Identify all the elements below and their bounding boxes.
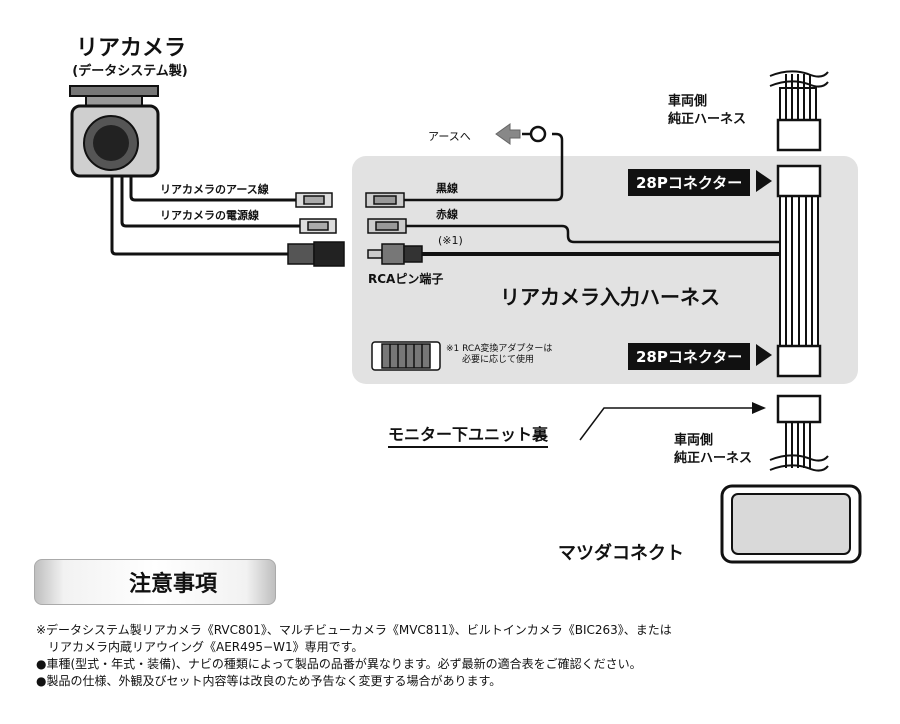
vehicle-side-bottom: 車両側	[674, 433, 714, 448]
genuine-harness-top: 純正ハーネス	[668, 112, 747, 127]
ground-terminal-icon	[522, 125, 547, 143]
connector-28p-bottom-label: 28Pコネクター	[628, 343, 751, 370]
monitor-pointer	[579, 407, 754, 441]
rear-camera-icon	[69, 85, 160, 178]
caution-notes: ※データシステム製リアカメラ《RVC801》、マルチビューカメラ《MVC811》…	[36, 622, 672, 690]
connector-pointer-top-icon	[756, 170, 772, 192]
camera-rca-female-connector	[287, 241, 345, 267]
connector-28p-bottom-icon	[776, 344, 822, 378]
harness-title: リアカメラ入力ハーネス	[500, 285, 720, 309]
camera-cables	[110, 176, 300, 256]
monitor-unit-label: モニター下ユニット裏	[388, 421, 549, 448]
camera-ground-wire-label: リアカメラのアース線	[160, 183, 269, 196]
rca-adapter-icon	[371, 341, 441, 371]
red-wire-label: 赤線	[436, 208, 458, 221]
caution-title: 注意事項	[128, 572, 217, 597]
connector-28p-top-label: 28Pコネクター	[628, 169, 751, 196]
camera-title: リアカメラ	[75, 36, 186, 61]
camera-ground-connector	[295, 192, 333, 208]
genuine-harness-bottom: 純正ハーネス	[674, 451, 753, 466]
harness-bundle	[779, 195, 819, 347]
connector-28p-top-icon	[776, 164, 822, 198]
adapter-note-line-1: ※1 RCA変換アダプターは	[446, 344, 553, 354]
camera-subtitle: (データシステム製)	[72, 64, 188, 79]
rca-pin-terminal-icon	[367, 243, 423, 265]
mazda-connect-label: マツダコネクト	[558, 543, 684, 564]
arrow-left-icon	[495, 123, 521, 145]
red-wire-connector	[367, 218, 407, 234]
camera-power-wire-label: リアカメラの電源線	[160, 209, 259, 222]
mazda-connect-unit-icon	[720, 484, 862, 564]
harness-wires	[404, 132, 780, 256]
caution-note-3: ●車種(型式・年式・装備)、ナビの種類によって製品の品番が異なります。必ず最新の…	[36, 657, 642, 671]
adapter-note: ※1 RCA変換アダプターは 必要に応じて使用	[446, 344, 552, 366]
black-wire-label: 黒線	[436, 182, 458, 195]
connector-pointer-bottom-icon	[756, 344, 772, 366]
vehicle-harness-top	[769, 70, 829, 152]
caution-note-1: ※データシステム製リアカメラ《RVC801》、マルチビューカメラ《MVC811》…	[36, 623, 672, 637]
caution-note-2: リアカメラ内蔵リアウイング《AER495−W1》専用です。	[36, 640, 364, 654]
rca-note-label: (※1)	[438, 234, 463, 247]
rca-terminal-label: RCAピン端子	[368, 272, 444, 286]
vehicle-harness-bottom	[769, 394, 829, 472]
vehicle-side-top: 車両側	[668, 94, 708, 109]
vehicle-harness-bottom-label: 車両側 純正ハーネス	[674, 432, 752, 468]
caution-note-4: ●製品の仕様、外観及びセット内容等は改良のため予告なく変更する場合があります。	[36, 674, 502, 688]
ground-to-label: アースへ	[428, 130, 471, 143]
black-wire-connector	[365, 192, 405, 208]
adapter-note-line-2: 必要に応じて使用	[462, 355, 535, 365]
caution-header: 注意事項	[34, 559, 276, 605]
vehicle-harness-top-label: 車両側 純正ハーネス	[668, 93, 746, 129]
camera-power-connector	[299, 218, 337, 234]
arrow-right-icon	[752, 402, 766, 414]
